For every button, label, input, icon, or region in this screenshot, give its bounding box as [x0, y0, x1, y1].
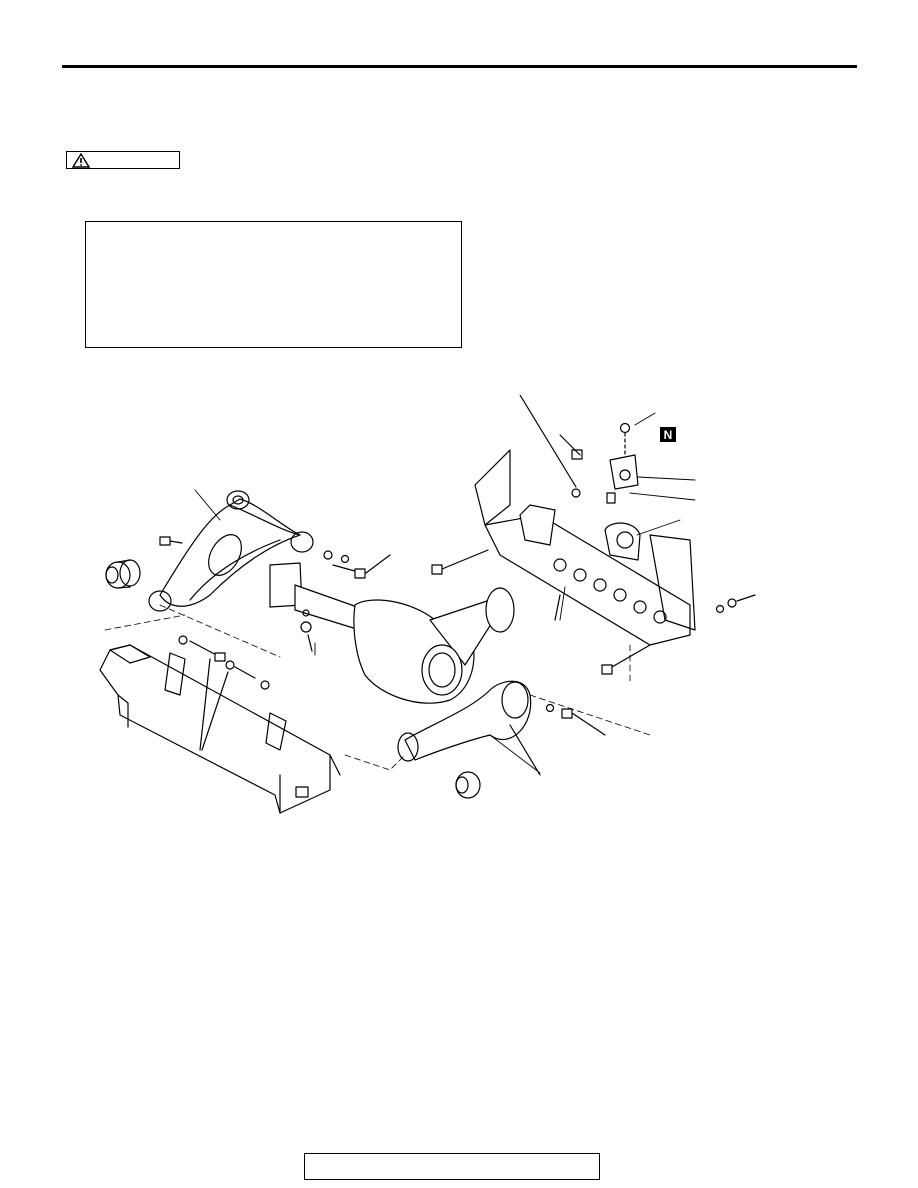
- svg-text:N: N: [664, 428, 673, 442]
- warning-triangle-icon: [72, 153, 90, 168]
- bolt-upper-left: [159, 536, 183, 546]
- bolt-arm-right: [323, 550, 391, 579]
- leader-lines: [194, 412, 696, 774]
- crossmember-left: [99, 644, 341, 814]
- axle-housing: [269, 562, 515, 704]
- crossmember-bolts: [178, 635, 270, 751]
- crossmember-right: [474, 449, 696, 646]
- right-bolts: [431, 395, 756, 675]
- arm-bushing-left: [105, 559, 141, 589]
- lower-arm: [397, 680, 541, 799]
- upper-arm: [148, 490, 314, 612]
- header-rule: [62, 65, 857, 68]
- lower-arm-bolt: [545, 703, 606, 736]
- note-box: [85, 221, 462, 348]
- caution-badge: [66, 151, 180, 169]
- mount-bracket: [606, 422, 639, 504]
- n-callout-badge: N: [660, 427, 676, 442]
- alignment-lines: [104, 604, 651, 771]
- exploded-view-diagram: N: [99, 395, 756, 814]
- footer-box: [304, 1153, 600, 1180]
